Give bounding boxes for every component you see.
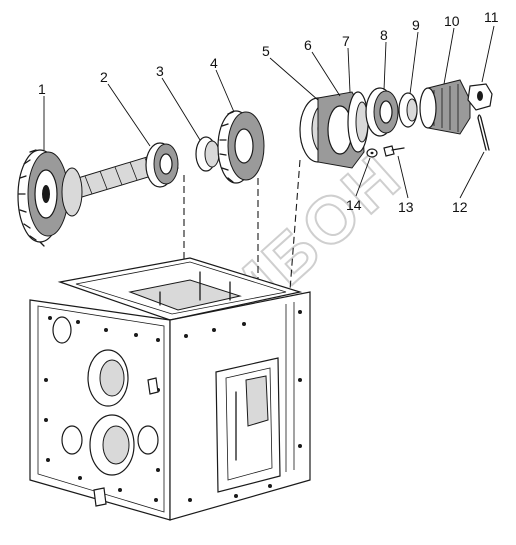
- callout-7: 7: [342, 33, 350, 49]
- housing-bolt-holes: [44, 316, 160, 502]
- gearbox-housing: [29, 257, 311, 521]
- callout-9: 9: [412, 17, 420, 33]
- callout-2: 2: [100, 69, 108, 85]
- callout-13: 13: [398, 199, 414, 215]
- part-2-bearing: [145, 142, 179, 188]
- part-4-gear: [217, 110, 265, 184]
- callout-8: 8: [380, 27, 388, 43]
- part-9-spacer: [398, 92, 418, 128]
- part-10-bevel-pinion: [419, 79, 471, 135]
- callout-6: 6: [304, 37, 312, 53]
- callout-labels: 1 2 3 4 5 6 7 8 9 10 11 12 13 14: [38, 9, 499, 215]
- callout-4: 4: [210, 55, 218, 71]
- part-1-shaft-with-gear: [17, 149, 179, 247]
- callout-1: 1: [38, 81, 46, 97]
- callout-11: 11: [484, 9, 499, 25]
- part-12-cotter-pin: [477, 114, 490, 151]
- part-13-bolt: [383, 145, 405, 157]
- callout-10: 10: [444, 13, 460, 29]
- callout-3: 3: [156, 63, 164, 79]
- part-14-washer: [366, 148, 378, 158]
- callout-14: 14: [346, 197, 362, 213]
- part-7-flange-ring: [347, 91, 369, 153]
- part-8-bearing: [365, 87, 399, 137]
- part-3-ring: [195, 136, 220, 172]
- leader-lines: [43, 25, 495, 199]
- callout-12: 12: [452, 199, 468, 215]
- part-11-nut: [467, 83, 493, 111]
- callout-5: 5: [262, 43, 270, 59]
